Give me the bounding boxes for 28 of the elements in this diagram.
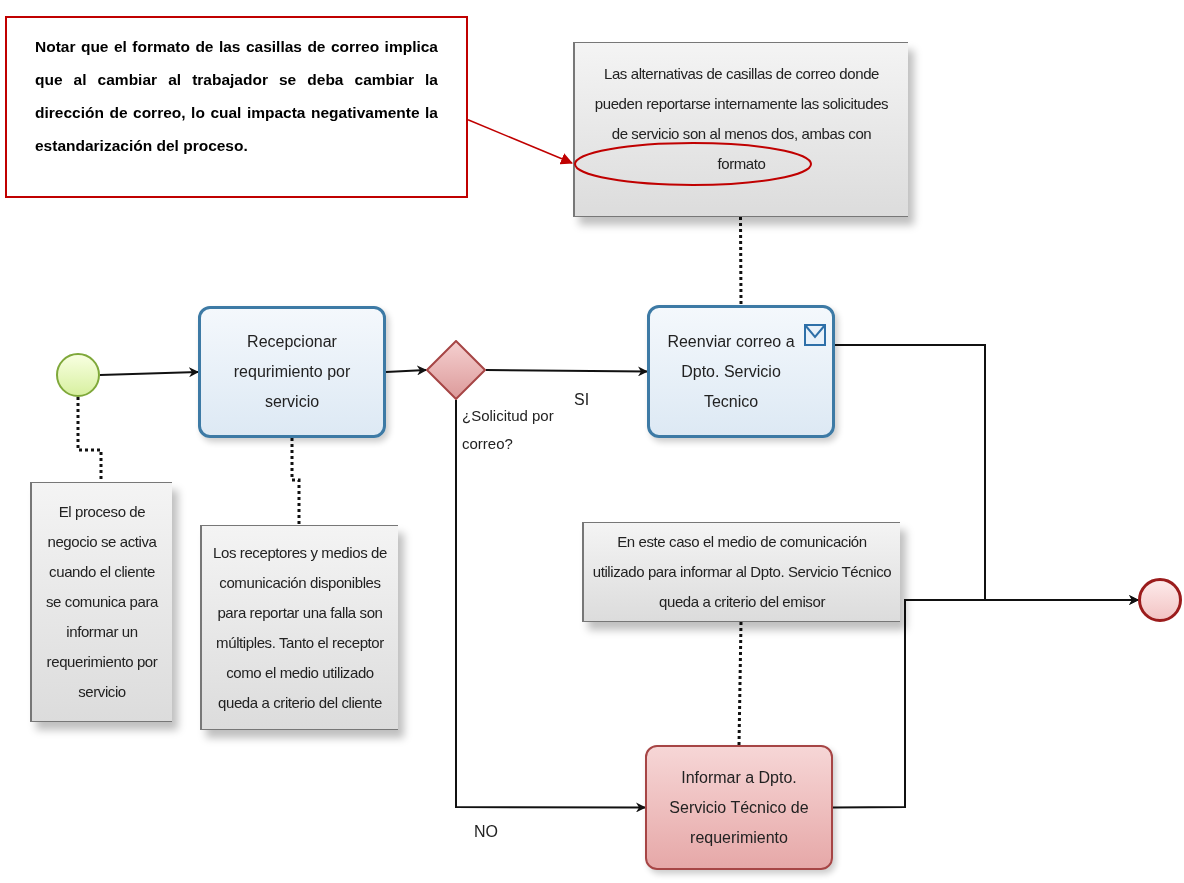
association-line bbox=[76, 397, 103, 482]
association-line bbox=[737, 621, 743, 746]
annotation-text: El proceso de negocio se activa cuando el cliente se comunica para informar un requerimiento por servicio bbox=[45, 502, 160, 702]
gateway-label: ¿Solicitud por correo? bbox=[462, 407, 554, 452]
association-line bbox=[290, 438, 301, 525]
task-box bbox=[198, 306, 386, 438]
annotation-box bbox=[30, 482, 172, 722]
annotation-text: En este caso el medio de comunicación utilizado para informar al Dpto. Servicio Técnico queda a criterio del emisor bbox=[592, 532, 892, 612]
task-text: Informar a Dpto. Servicio Técnico de requerimiento bbox=[668, 767, 810, 848]
task-text: Recepcionar requrimiento por servicio bbox=[232, 332, 352, 412]
task-text: Reenviar correo a Dpto. Servicio Tecnico bbox=[666, 331, 796, 412]
sequence-arrow bbox=[485, 366, 648, 377]
annotation-box bbox=[200, 525, 398, 730]
note-box bbox=[5, 16, 468, 198]
highlight-ellipse bbox=[574, 142, 812, 186]
task-box bbox=[645, 745, 833, 870]
annotation-box bbox=[582, 522, 900, 622]
note-text: Notar que el formato de las casillas de correo implica que al cambiar al trabajador se deba cambiar la dirección de correo, lo cual impacta negativamente la estandarización del proceso. bbox=[35, 37, 438, 156]
sequence-arrow bbox=[99, 367, 199, 378]
leader-arrow bbox=[467, 119, 573, 165]
annotation-text: Los receptores y medios de comunicación disponibles para reportar una falla son múltiples. Tanto el receptor como el medio utilizado queda a criterio del cliente bbox=[212, 542, 388, 713]
sequence-arrow bbox=[385, 365, 427, 376]
sequence-arrow bbox=[455, 399, 646, 813]
association-line bbox=[739, 217, 743, 305]
task-box bbox=[647, 305, 835, 438]
annotation-text: Las alternativas de casillas de correo donde pueden reportarse internamente las solicitudes de servicio son al menos dos, ambas con formato bbox=[593, 64, 890, 174]
sequence-arrow bbox=[832, 595, 1139, 809]
annotation-box bbox=[573, 42, 908, 217]
